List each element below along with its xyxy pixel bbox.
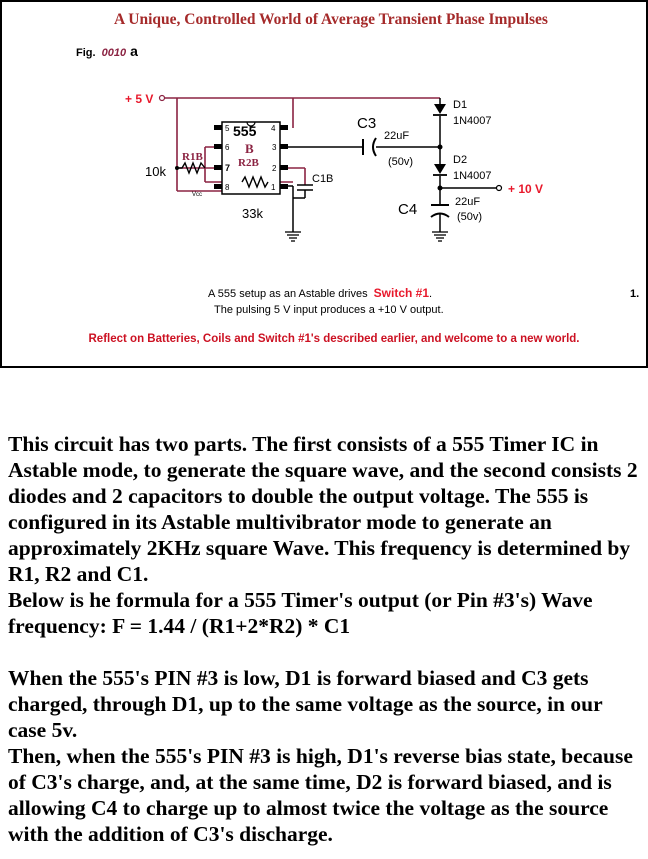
supply-label: + 5 V — [125, 92, 153, 106]
article-text: This circuit has two parts. The first co… — [8, 431, 644, 847]
ic-number: 555 — [233, 123, 257, 139]
c4-value: 22uF — [455, 196, 480, 208]
paragraph-circuit-parts: This circuit has two parts. The first co… — [8, 432, 638, 586]
c4-capacitor — [430, 204, 450, 218]
junction-c3-d — [437, 144, 443, 150]
c3-label: C3 — [357, 115, 376, 132]
d2-label: D2 — [453, 154, 467, 166]
r2-value: 33k — [242, 206, 263, 221]
c3-capacitor — [362, 137, 377, 157]
d1-part: 1N4007 — [453, 115, 492, 127]
paragraph-gap — [8, 639, 644, 665]
vcc-label: Vcc — [192, 192, 202, 198]
d1-diode — [433, 104, 447, 116]
r2-resistor — [241, 175, 269, 189]
caption-line-1: A 555 setup as an Astable drives Switch … — [208, 286, 432, 300]
c3-rating: (50v) — [388, 156, 413, 168]
output-label: + 10 V — [508, 182, 543, 196]
paragraph-pin3-high: Then, when the 555's PIN #3 is high, D1'… — [8, 744, 633, 846]
junction-output — [437, 185, 443, 191]
pin-6: 6 — [225, 143, 230, 152]
figure-number: Fig. 0010 a — [76, 43, 138, 59]
output-terminal — [495, 184, 503, 192]
footer-note: Reflect on Batteries, Coils and Switch #… — [89, 333, 580, 345]
r1-value: 10k — [145, 164, 166, 179]
pin-5: 5 — [225, 124, 230, 133]
r1-resistor — [177, 161, 206, 175]
supply-terminal — [158, 94, 166, 102]
c4-rating: (50v) — [457, 211, 482, 223]
ground-icon-c4 — [432, 231, 448, 242]
pin-3: 3 — [272, 143, 277, 152]
c1-label: C1B — [312, 173, 333, 185]
figure-frame — [0, 0, 648, 368]
d2-diode — [433, 164, 447, 176]
pin-2: 2 — [272, 164, 277, 173]
pin-8: 8 — [225, 183, 230, 192]
figure-title: A Unique, Controlled World of Average Tr… — [114, 11, 548, 28]
c1-capacitor — [288, 184, 313, 232]
d1-label: D1 — [453, 99, 467, 111]
c4-label: C4 — [398, 201, 417, 218]
pin-7: 7 — [225, 163, 230, 173]
pin-1: 1 — [271, 183, 276, 192]
r2-label: R2B — [238, 157, 259, 169]
pin-4: 4 — [271, 124, 276, 133]
stray-mark: 1. — [630, 288, 639, 300]
paragraph-pin3-low: When the 555's PIN #3 is low, D1 is forw… — [8, 666, 603, 742]
c3-value: 22uF — [384, 130, 409, 142]
paragraph-formula: Below is he formula for a 555 Timer's ou… — [8, 588, 593, 638]
circuit-figure: A Unique, Controlled World of Average Tr… — [0, 0, 648, 368]
r1-label: R1B — [182, 151, 203, 163]
d2-part: 1N4007 — [453, 170, 492, 182]
ic-letter: B — [245, 141, 254, 156]
ground-icon-555 — [285, 231, 301, 242]
caption-line-2: The pulsing 5 V input produces a +10 V o… — [214, 304, 444, 316]
